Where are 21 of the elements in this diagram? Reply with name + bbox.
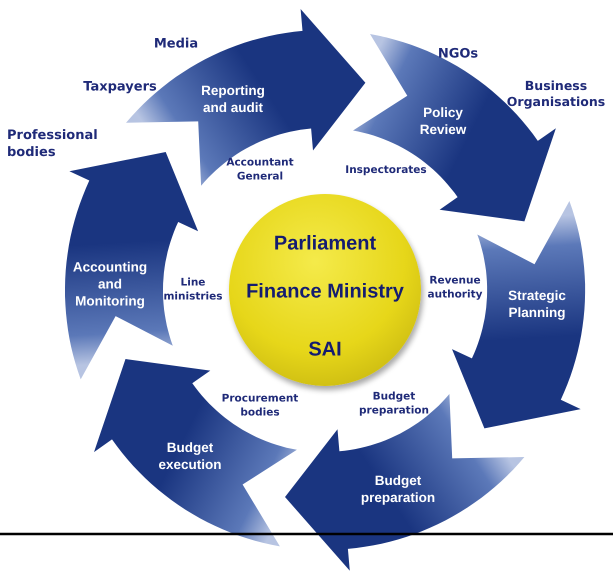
institution-label: SAI <box>307 338 343 362</box>
cycle-stage <box>94 358 297 546</box>
institution-label: Accountant General <box>225 156 295 184</box>
stakeholder-label: NGOs <box>436 46 480 64</box>
stakeholder-label: Professional bodies <box>7 128 99 162</box>
institution-label: Budget preparation <box>358 390 430 418</box>
stage-label: Budget execution <box>157 440 222 474</box>
stakeholder-label: Business Organisations <box>506 78 606 110</box>
institution-label: Revenue authority <box>426 274 484 302</box>
stage-label: Accounting and Monitoring <box>72 260 148 310</box>
institution-label: Inspectorates <box>344 164 428 178</box>
institution-label: Parliament <box>272 232 378 256</box>
institution-label: Finance Ministry <box>245 280 405 304</box>
stage-label: Reporting and audit <box>200 83 266 117</box>
stakeholder-label: Media <box>152 36 200 54</box>
stage-label: Budget preparation <box>360 473 436 507</box>
stage-label: Policy Review <box>418 105 468 139</box>
institution-label: Line ministries <box>162 276 224 304</box>
stage-label: Strategic Planning <box>507 288 567 322</box>
stakeholder-label: Taxpayers <box>82 80 158 96</box>
institution-label: Procurement bodies <box>220 392 300 420</box>
